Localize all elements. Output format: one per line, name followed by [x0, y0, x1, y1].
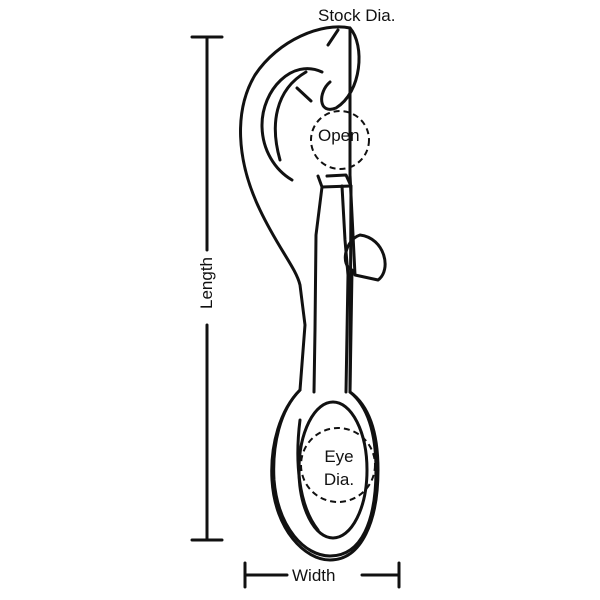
stock-dia-leader	[326, 28, 340, 47]
gate-line	[340, 184, 350, 394]
eye-dia-label-line2: Dia.	[323, 470, 355, 489]
shank-collar	[320, 184, 353, 189]
length-label: Length	[197, 257, 216, 309]
hook-inner-leader	[295, 86, 313, 103]
width-dimension	[243, 561, 401, 589]
open-dashed-circle	[310, 110, 370, 170]
eye-dia-label-line1: Eye	[324, 447, 354, 466]
eye-dia-dashed-circle	[300, 427, 376, 503]
stock-dia-label: Stock Dia.	[318, 6, 396, 25]
hook-inner-curve	[260, 67, 324, 182]
shank-left	[312, 174, 324, 394]
length-dimension	[190, 35, 224, 542]
eye-outer	[272, 388, 378, 558]
width-label: Width	[292, 566, 336, 585]
hook-inner-curve-2	[273, 70, 308, 162]
shank-right	[325, 173, 353, 394]
open-label: Open	[318, 126, 360, 145]
eye-inner-shadow	[296, 418, 320, 532]
hook-top-arc	[320, 26, 361, 111]
